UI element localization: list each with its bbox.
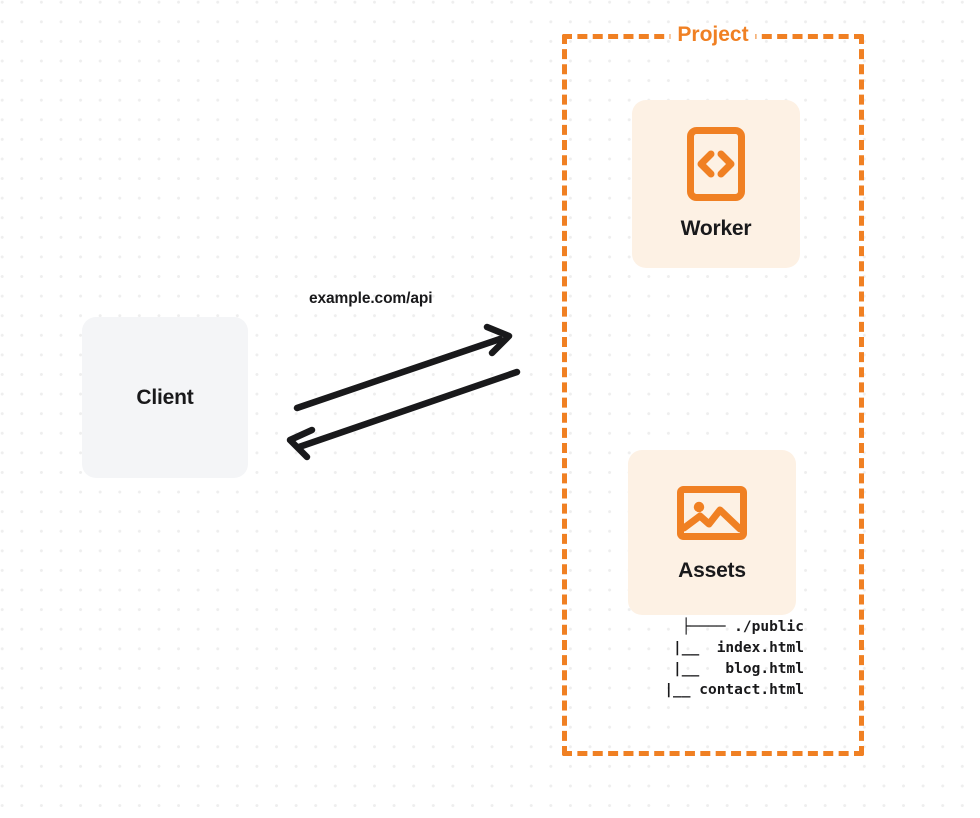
node-assets[interactable]: Assets <box>628 450 796 615</box>
project-group: Project <box>562 23 864 756</box>
node-worker-label: Worker <box>680 217 752 240</box>
project-group-title: Project <box>670 23 756 47</box>
response-arrow <box>286 368 521 461</box>
node-assets-label: Assets <box>678 558 746 582</box>
node-client[interactable]: Client <box>82 317 248 478</box>
request-arrow <box>293 323 513 412</box>
code-brackets-icon <box>687 127 745 201</box>
node-client-label: Client <box>136 385 194 409</box>
assets-file-tree: ├──── ./public |__ index.html |__ blog.h… <box>664 619 804 698</box>
image-icon <box>677 483 747 543</box>
node-worker[interactable]: Worker <box>632 100 800 268</box>
connection-label: example.com/api <box>309 290 433 307</box>
